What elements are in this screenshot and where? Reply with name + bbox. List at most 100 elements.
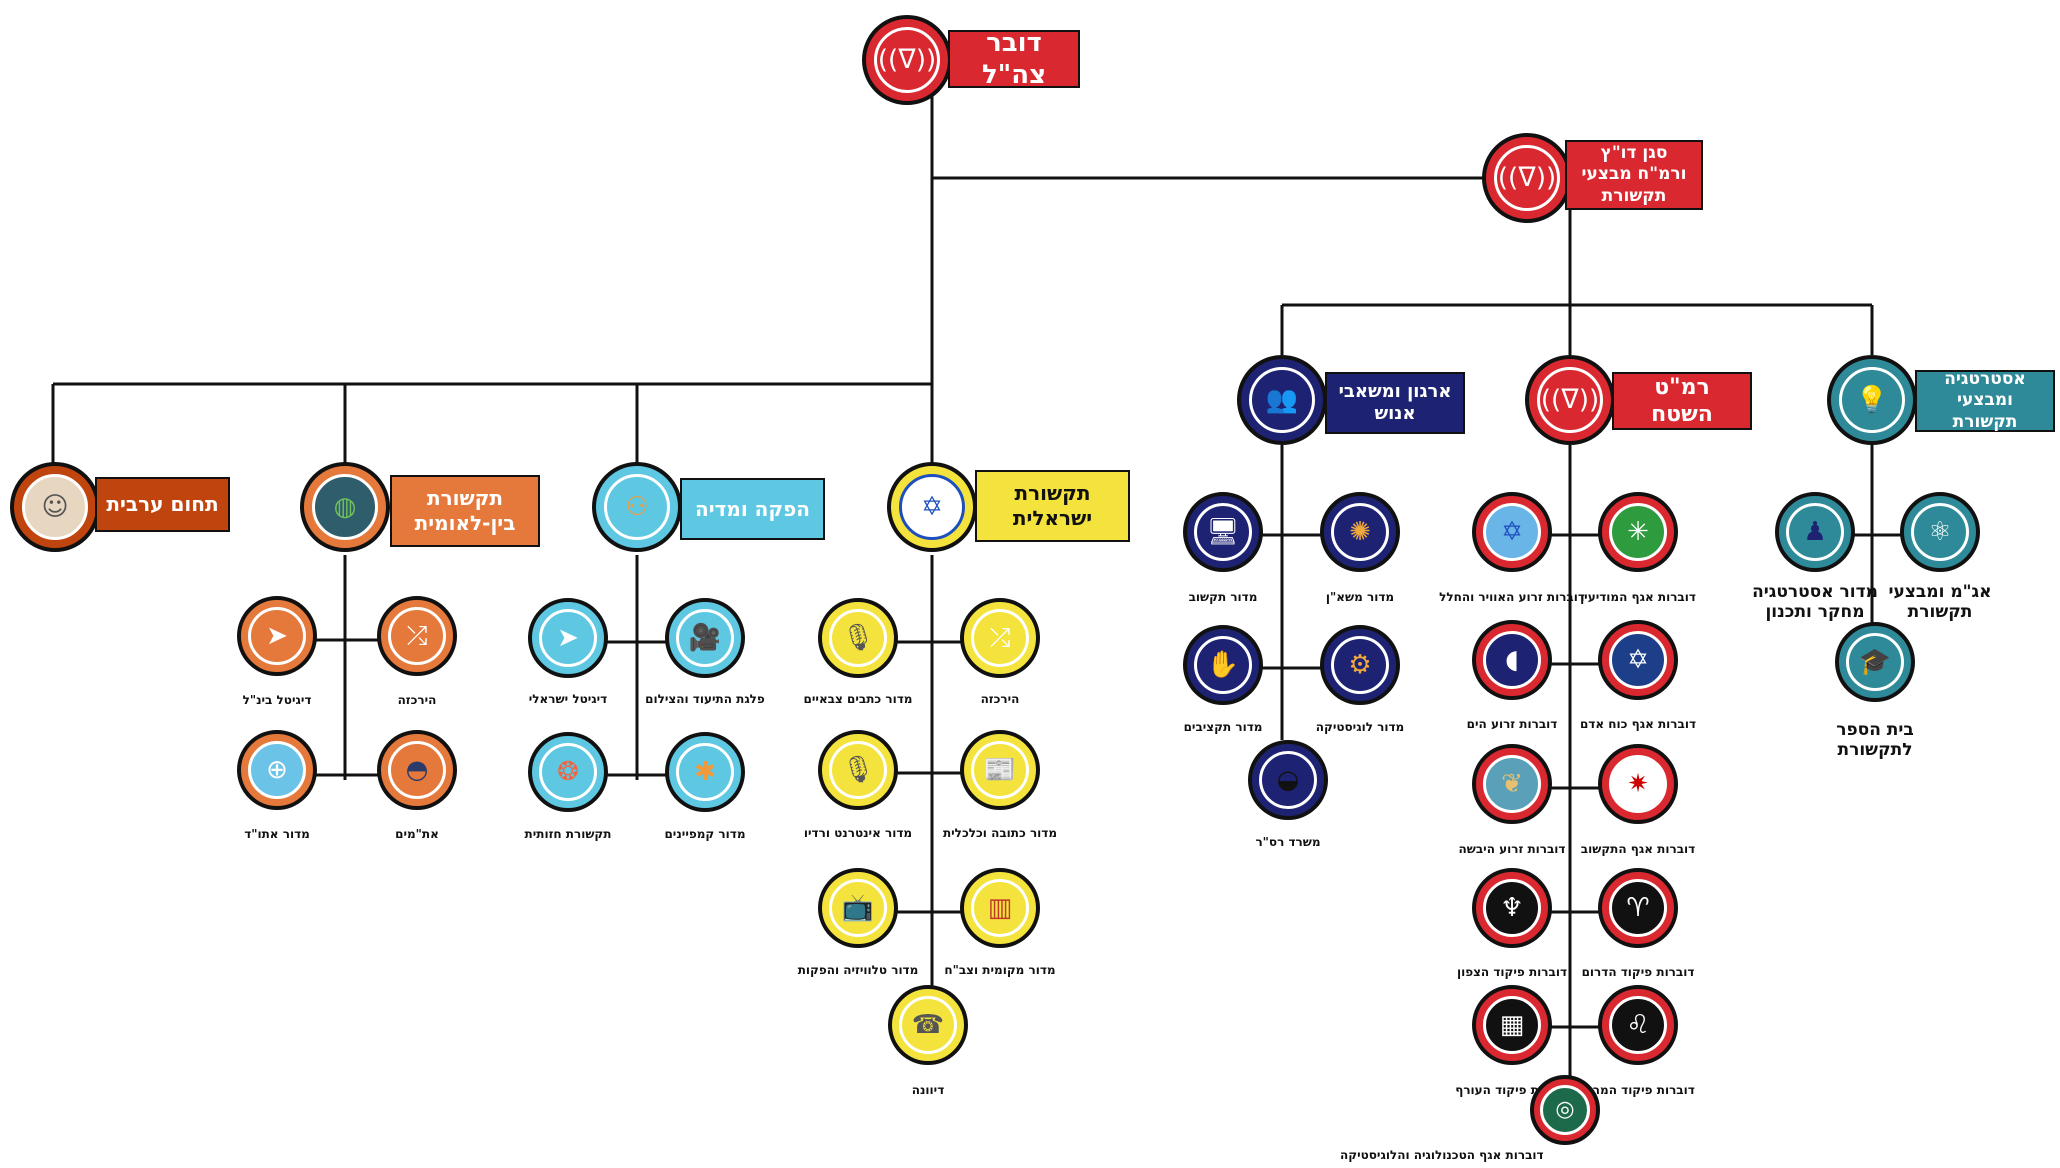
- deer-icon: ♆: [1483, 879, 1541, 937]
- network-people-icon: ⚇: [604, 474, 670, 540]
- unit-circle: ⤮: [377, 596, 457, 676]
- unit-caption: מדור משא"ן: [1325, 590, 1395, 604]
- unit-caption: דיגיטל בינ"ל: [242, 693, 312, 707]
- branch-media-circle: ⚇: [592, 462, 682, 552]
- color-circles-icon: ❂: [539, 743, 597, 801]
- microphone-icon: 🎙: [829, 609, 887, 667]
- unit-circle: ⊕: [237, 730, 317, 810]
- unit-caption: דוברות אגף התקשוב: [1580, 842, 1696, 856]
- unit-circle: 🎥: [665, 598, 745, 678]
- unit-circle: 🎓: [1835, 622, 1915, 702]
- unit-caption: אג"מ ומבצעי תקשורת: [1888, 582, 1992, 623]
- unit-caption: מדור מקומית וצב"ח: [944, 963, 1056, 977]
- deputy-circle: ((ᐁ)): [1482, 133, 1572, 223]
- ibex-icon: ♈: [1609, 879, 1667, 937]
- unit-caption: מדור טלוויזיה והפקות: [797, 963, 919, 977]
- unit-caption: מדור קמפיינים: [664, 827, 746, 841]
- globe-hat-icon: ◓: [388, 741, 446, 799]
- radio-wave-icon: ((ᐁ)): [874, 27, 940, 93]
- unit-caption: מדור אתו"ד: [244, 827, 310, 841]
- unit-caption: דוברות פיקוד הצפון: [1456, 965, 1568, 979]
- navy-emblem-icon: ◖: [1483, 631, 1541, 689]
- unit-caption: פלגת התיעוד והצילום: [645, 692, 765, 706]
- unit-circle: 🎙: [818, 730, 898, 810]
- unit-caption: דוברות אגף כוח אדם: [1579, 717, 1697, 731]
- branch-strategy-circle: 💡: [1827, 355, 1917, 445]
- cursor-icon: ➤: [539, 609, 597, 667]
- lion-icon: ♌: [1609, 996, 1667, 1054]
- unit-circle: ✷: [1598, 744, 1678, 824]
- unit-circle: 📺: [818, 868, 898, 948]
- shuffle-icon: ⤮: [388, 607, 446, 665]
- unit-circle: 🎙: [818, 598, 898, 678]
- chess-icon: ♟: [1786, 503, 1844, 561]
- unit-circle: ❂: [528, 732, 608, 812]
- video-camera-icon: 🎥: [676, 609, 734, 667]
- radio-wave-icon: ((ᐁ)): [1537, 367, 1603, 433]
- beret-icon: ◒: [1259, 751, 1317, 809]
- unit-circle: ✳: [1598, 492, 1678, 572]
- branch-arabic-label: תחום ערבית: [95, 477, 230, 532]
- home-front-icon: ▦: [1483, 996, 1541, 1054]
- unit-caption: מדור אינטרנט ורדיו: [803, 826, 913, 840]
- phone-icon: ☎: [899, 996, 957, 1054]
- branch-israeli-label: תקשורת ישראלית: [975, 470, 1130, 542]
- unit-circle: ♆: [1472, 868, 1552, 948]
- gears-icon: ⚙: [1331, 636, 1389, 694]
- computer-icon: 🖥: [1194, 503, 1252, 561]
- unit-caption: מדור לוגיסטיקה: [1315, 720, 1405, 734]
- tv-icon: 📺: [829, 879, 887, 937]
- unit-caption: דוברות זרוע הים: [1466, 717, 1558, 731]
- unit-caption: משרד רס"ר: [1255, 835, 1321, 849]
- unit-caption: מדור כתבים צבאיים: [803, 692, 913, 706]
- unit-caption: בית הספר לתקשורת: [1836, 720, 1914, 761]
- unit-circle: ⚙: [1320, 625, 1400, 705]
- branch-strategy-label: אסטרטגיה ומבצעי תקשורת: [1915, 369, 2055, 432]
- branch-arabic-circle: ☺: [10, 462, 100, 552]
- branch-field-label: רמ"ט השטח: [1612, 372, 1752, 430]
- unit-caption: דוברות זרוע היבשה: [1458, 842, 1566, 856]
- unit-caption: דוברות פיקוד הדרום: [1581, 965, 1695, 979]
- root-label: דובר צה"ל: [948, 28, 1080, 90]
- unit-circle: ♌: [1598, 985, 1678, 1065]
- unit-circle: ➤: [528, 598, 608, 678]
- graduation-cap-icon: 🎓: [1846, 633, 1904, 691]
- money-hand-icon: ✋: [1194, 636, 1252, 694]
- branch-org-label: ארגון ומשאבי אנוש: [1325, 372, 1465, 434]
- unit-caption: הירכזה: [980, 692, 1020, 706]
- unit-caption: מדור תקשוב: [1188, 590, 1258, 604]
- unit-circle: ☎: [888, 985, 968, 1065]
- arab-man-icon: ☺: [22, 474, 88, 540]
- unit-caption: את"מים: [395, 827, 439, 841]
- puzzle-icon: ✱: [676, 743, 734, 801]
- unit-caption: דוברות אגף המודיעין: [1580, 590, 1696, 604]
- unit-circle: ✱: [665, 732, 745, 812]
- branch-intl-label: תקשורת בין-לאומית: [390, 475, 540, 547]
- unit-circle: 🖥: [1183, 492, 1263, 572]
- root-circle: ((ᐁ)): [862, 15, 952, 105]
- cyber-emblem-icon: ✷: [1609, 755, 1667, 813]
- web-globe-icon: ⊕: [248, 741, 306, 799]
- cursor-icon: ➤: [248, 607, 306, 665]
- building-icon: ▥: [971, 879, 1029, 937]
- newspaper-icon: 📰: [971, 741, 1029, 799]
- unit-circle: ◓: [377, 730, 457, 810]
- branch-intl-circle: ◍: [300, 462, 390, 552]
- branch-media-label: הפקה ומדיה: [680, 478, 825, 540]
- tech-emblem-icon: ◎: [1540, 1085, 1590, 1135]
- israel-flag-icon: ✡: [899, 474, 965, 540]
- people-icon: 👥: [1249, 367, 1315, 433]
- unit-circle: ✋: [1183, 625, 1263, 705]
- globe-icon: ◍: [312, 474, 378, 540]
- unit-circle: ❦: [1472, 744, 1552, 824]
- people-network-icon: ✺: [1331, 503, 1389, 561]
- unit-circle: ♈: [1598, 868, 1678, 948]
- bulb-head-icon: 💡: [1839, 367, 1905, 433]
- unit-caption: דוברות אגף הטכנולוגיה והלוגיסטיקה: [1340, 1148, 1544, 1162]
- unit-circle: ✡: [1598, 620, 1678, 700]
- unit-caption: מדור תקציבים: [1183, 720, 1263, 734]
- branch-field-circle: ((ᐁ)): [1525, 355, 1615, 445]
- branch-israeli-circle: ✡: [887, 462, 977, 552]
- unit-circle: ⚛: [1900, 492, 1980, 572]
- unit-caption: מדור אסטרטגיה מחקר ותכנון: [1752, 582, 1878, 623]
